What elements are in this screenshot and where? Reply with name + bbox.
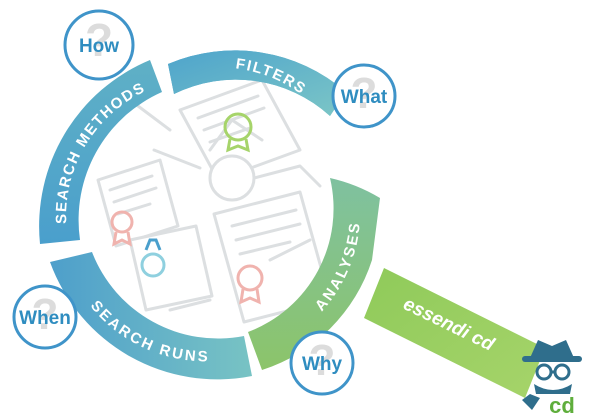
question-label-what: What <box>341 87 388 108</box>
ribbon-badge-icon <box>110 210 134 247</box>
ribbon-badge-icon <box>140 238 166 278</box>
magnifier-handle: essendi cd <box>364 268 545 398</box>
document-icon <box>128 224 214 312</box>
question-label-how: How <box>79 36 119 57</box>
document-icon <box>178 78 302 182</box>
ribbon-badge-icon <box>223 112 253 153</box>
lens-sketches <box>96 78 332 324</box>
logo-text: cd <box>549 393 575 416</box>
question-mark-icon: ? <box>351 69 378 118</box>
question-mark-icon: ? <box>309 336 336 385</box>
detective-logo: cd <box>522 340 582 416</box>
detective-icon <box>522 340 582 410</box>
question-bubble-what: ? What <box>331 63 397 129</box>
question-bubble-how: ? How <box>63 9 135 81</box>
question-label-why: Why <box>302 354 343 375</box>
question-mark-icon: ? <box>32 290 59 339</box>
gear-icon <box>152 118 322 202</box>
question-bubble-when: ? When <box>12 284 78 350</box>
document-icon <box>96 158 180 248</box>
question-label-when: When <box>19 308 71 329</box>
question-bubble-why: ? Why <box>289 330 355 396</box>
ribbon-badge-icon <box>236 264 264 305</box>
question-mark-icon: ? <box>85 14 113 66</box>
